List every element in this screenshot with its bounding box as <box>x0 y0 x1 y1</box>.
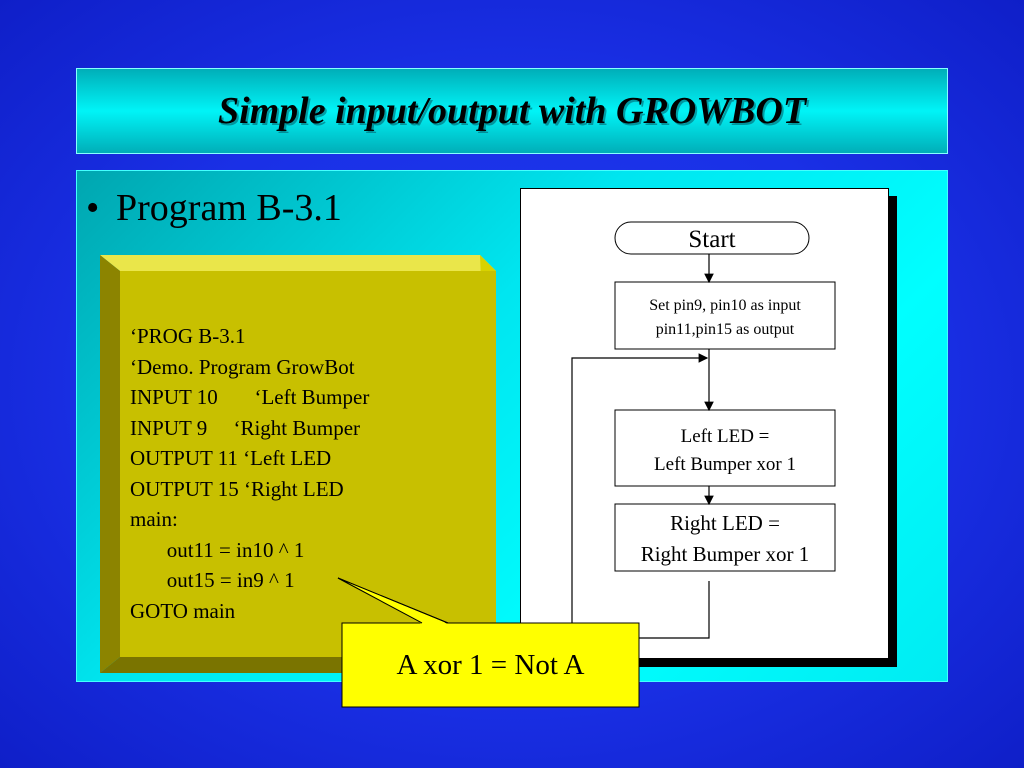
code-line: OUTPUT 15 ‘Right LED <box>130 476 344 501</box>
code-line: out15 = in9 ^ 1 <box>130 568 295 592</box>
left-led-line: Left Bumper xor 1 <box>654 454 796 475</box>
left-led-box <box>614 409 836 487</box>
code-line: INPUT 9 ‘Right Bumper <box>130 415 361 440</box>
right-led-box <box>614 503 836 572</box>
callout-text: A xor 1 = Not A <box>396 648 585 681</box>
code-line: ‘PROG B-3.1 <box>130 324 246 348</box>
code-line: main: <box>130 507 178 531</box>
code-line: out11 = in10 ^ 1 <box>130 537 305 562</box>
right-led-line: Right Bumper xor 1 <box>640 542 810 566</box>
start-terminal <box>614 221 810 255</box>
slide-title: Simple input/output with GROWBOT <box>217 90 807 132</box>
callout-shape <box>337 577 640 708</box>
setup-line: pin11,pin15 as output <box>655 321 795 338</box>
code-listing: ‘PROG B-3.1 ‘Demo. Program GrowBot INPUT… <box>130 321 369 626</box>
bullet-text: Program B-3.1 <box>116 187 342 229</box>
start-label: Start <box>688 226 736 253</box>
setup-line: Set pin9, pin10 as input <box>649 297 801 314</box>
setup-box <box>614 281 836 350</box>
right-led-line: Right LED = <box>670 511 780 535</box>
setup-text: Set pin9, pin10 as input pin11,pin15 as … <box>615 294 835 342</box>
bullet-dot: • <box>86 187 100 229</box>
code-line: OUTPUT 11 ‘Left LED <box>130 446 332 470</box>
title-bar: Simple input/output with GROWBOT <box>76 68 948 154</box>
flowchart-diagram <box>571 221 836 639</box>
code-line: GOTO main <box>130 598 236 623</box>
code-line: INPUT 10 ‘Left Bumper <box>130 385 370 409</box>
code-line: ‘Demo. Program GrowBot <box>130 354 355 379</box>
bullet-item: • Program B-3.1 <box>86 186 342 230</box>
left-led-line: Left LED = <box>680 426 770 447</box>
right-led-text: Right LED = Right Bumper xor 1 <box>615 508 835 570</box>
left-led-text: Left LED = Left Bumper xor 1 <box>615 423 835 479</box>
